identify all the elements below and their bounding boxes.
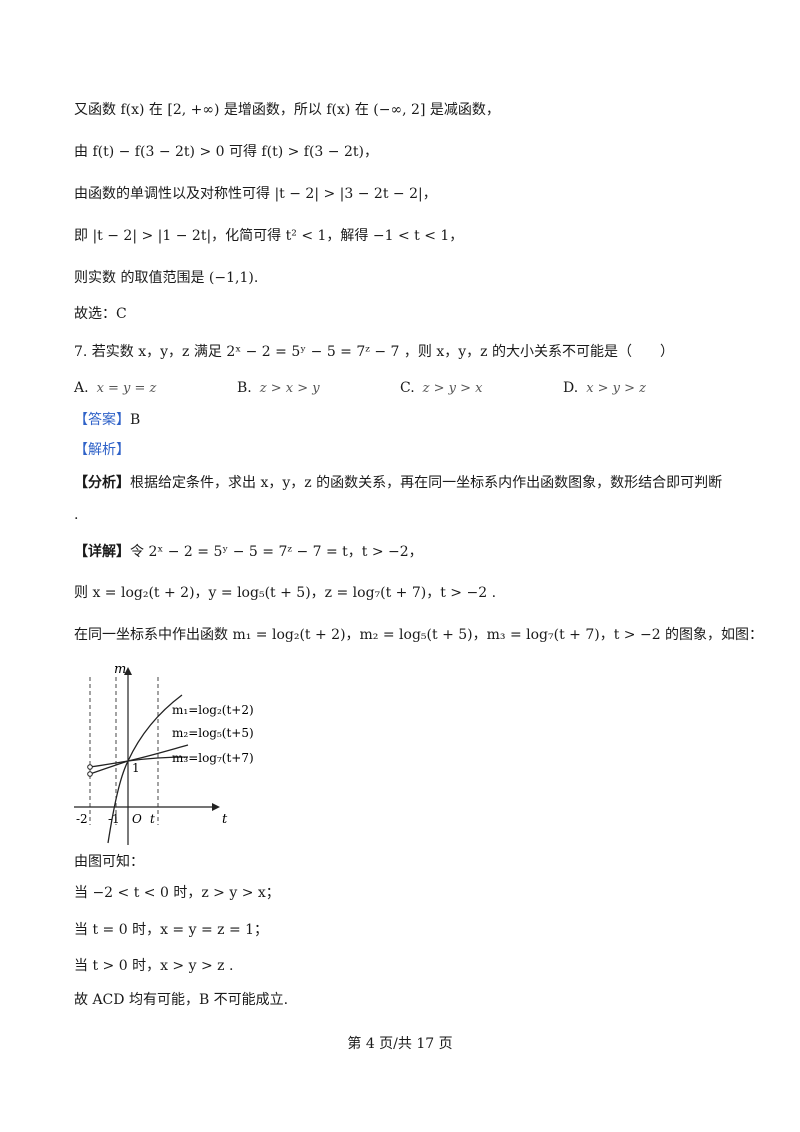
text-line-5: 则实数 的取值范围是 (−1,1).	[74, 270, 259, 286]
text-line-8: 在同一坐标系中作出函数 m₁ = log₂(t + 2)，m₂ = log₅(t…	[74, 627, 764, 643]
text-line-4: 即 |t − 2| > |1 − 2t|，化简可得 t² < 1，解得 −1 <…	[74, 228, 464, 244]
choice-statement: 故选：C	[74, 306, 127, 322]
option-c: C. z > y > x	[400, 378, 483, 399]
origin-label: O	[132, 812, 142, 826]
option-d: D. x > y > z	[563, 378, 646, 399]
tick-neg2: -2	[76, 812, 88, 826]
answer-value: B	[130, 412, 141, 428]
fenxi-line: 【分析】根据给定条件，求出 x，y，z 的函数关系，再在同一坐标系内作出函数图象…	[74, 473, 722, 493]
answer-line: 【答案】B	[74, 410, 140, 430]
y-axis-label: m	[114, 662, 126, 677]
option-a: A. x = y = z	[74, 378, 156, 399]
text-line-12: 当 t > 0 时，x > y > z .	[74, 958, 234, 974]
option-d-expr: x > y > z	[586, 381, 647, 396]
answer-tag: 【答案】	[74, 412, 130, 428]
text-line-1: 又函数 f(x) 在 [2, +∞) 是增函数，所以 f(x) 在 (−∞, 2…	[74, 102, 500, 118]
text-line-2: 由 f(t) − f(3 − 2t) > 0 可得 f(t) > f(3 − 2…	[74, 144, 378, 160]
option-b: B. z > x > y	[237, 378, 320, 399]
fenxi-end: .	[74, 507, 79, 523]
page-footer: 第 4 页/共 17 页	[347, 1036, 453, 1052]
x-axis-label: t	[222, 812, 228, 827]
text-line-11: 当 t = 0 时，x = y = z = 1；	[74, 922, 269, 938]
function-graph: m t m₁=log₂(t+2) m₂=log₅(t+5) m₃=log₇(t+…	[74, 662, 254, 845]
open-point-m2	[87, 764, 93, 770]
xiangjie-tag: 【详解】	[74, 544, 130, 560]
tick-neg1: -1	[108, 812, 120, 826]
tick-t: t	[150, 812, 155, 826]
curve-m3	[89, 756, 189, 775]
analysis-tag: 【解析】	[74, 442, 130, 458]
curve2-label: m₂=log₅(t+5)	[172, 726, 254, 740]
y-axis-arrow	[124, 667, 132, 675]
x-axis-arrow	[212, 803, 220, 811]
option-a-letter: A.	[74, 380, 89, 396]
curve3-label: m₃=log₇(t+7)	[172, 751, 254, 765]
question-7-stem: 7. 若实数 x，y，z 满足 2ˣ − 2 = 5ʸ − 5 = 7ᶻ − 7…	[74, 344, 674, 360]
fenxi-tag: 【分析】	[74, 475, 130, 491]
text-line-10: 当 −2 < t < 0 时，z > y > x；	[74, 885, 280, 901]
option-c-letter: C.	[400, 380, 415, 396]
xiangjie-line: 【详解】令 2ˣ − 2 = 5ʸ − 5 = 7ᶻ − 7 = t，t > −…	[74, 542, 423, 562]
fenxi-text: 根据给定条件，求出 x，y，z 的函数关系，再在同一坐标系内作出函数图象，数形结…	[130, 475, 723, 491]
open-point-m3	[87, 771, 93, 777]
analysis-heading: 【解析】	[74, 440, 130, 460]
curve1-label: m₁=log₂(t+2)	[172, 703, 254, 717]
option-d-letter: D.	[563, 380, 579, 396]
text-line-7: 则 x = log₂(t + 2)，y = log₅(t + 5)，z = lo…	[74, 585, 497, 601]
option-a-expr: x = y = z	[96, 381, 157, 396]
intersection-label: 1	[132, 761, 140, 775]
option-c-expr: z > y > x	[422, 381, 483, 396]
option-b-letter: B.	[237, 380, 252, 396]
text-line-3: 由函数的单调性以及对称性可得 |t − 2| > |3 − 2t − 2|，	[74, 186, 437, 202]
xiangjie-text: 令 2ˣ − 2 = 5ʸ − 5 = 7ᶻ − 7 = t，t > −2，	[130, 544, 423, 560]
text-line-9: 由图可知：	[74, 854, 144, 870]
text-line-13: 故 ACD 均有可能，B 不可能成立.	[74, 992, 289, 1008]
option-b-expr: z > x > y	[259, 381, 320, 396]
